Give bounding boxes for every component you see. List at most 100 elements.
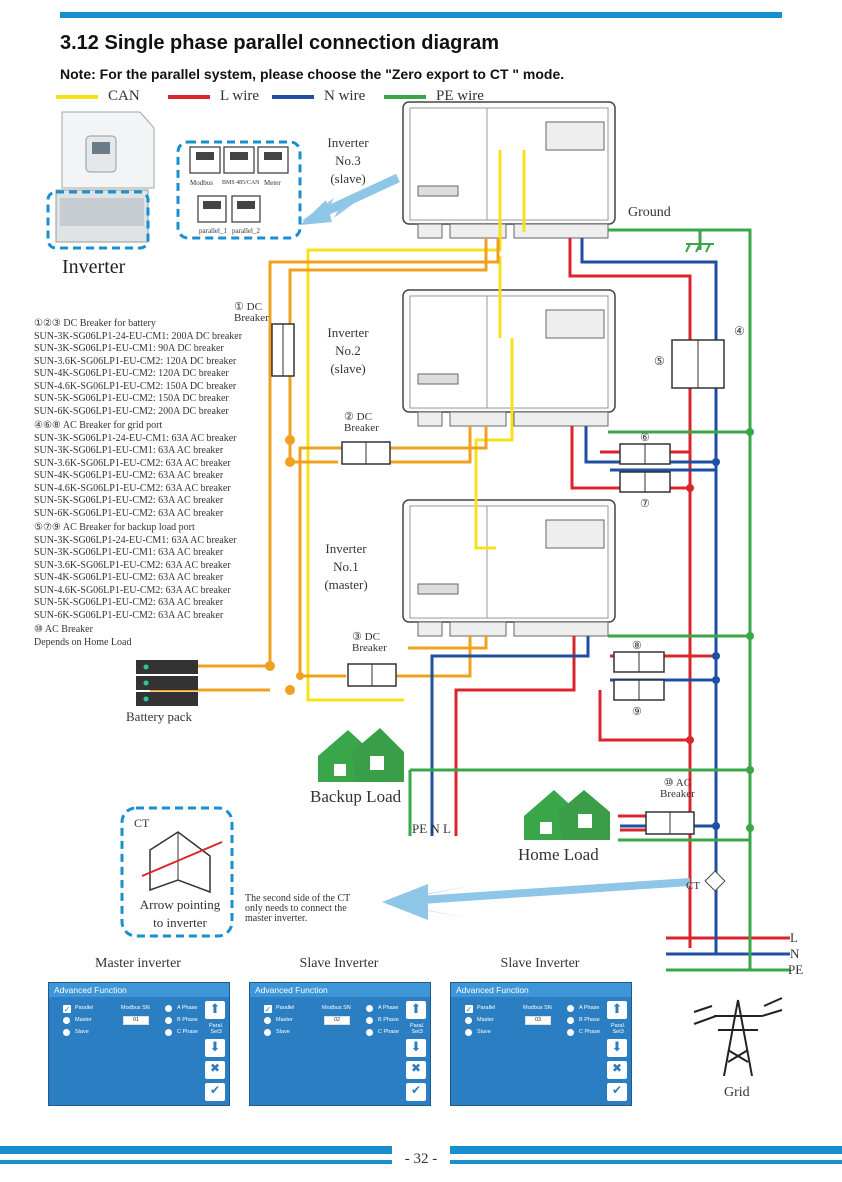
c-phase-radio[interactable] — [366, 1029, 373, 1036]
slave-label: Slave — [477, 1029, 491, 1035]
grid-tower-icon — [693, 997, 783, 1077]
ct-note-l3: master inverter. — [245, 913, 308, 924]
marker-9: ⑨ — [632, 706, 642, 718]
spec-line: SUN-6K-SG06LP1-EU-CM2: 200A DC breaker — [34, 405, 229, 417]
ct-clamp — [141, 831, 223, 894]
spec-line: SUN-4.6K-SG06LP1-EU-CM2: 150A DC breaker — [34, 380, 237, 392]
can-wires — [306, 150, 526, 702]
parallel-checkbox[interactable]: ✓ — [465, 1005, 473, 1014]
ac10-num: ⑩ — [663, 777, 674, 789]
battery-pack — [136, 660, 198, 706]
spec-line: ④⑥⑧ AC Breaker for grid port — [34, 420, 163, 431]
n-swatch — [272, 94, 314, 99]
spec-line: SUN-4K-SG06LP1-EU-CM2: 63A AC breaker — [34, 470, 224, 481]
modbus-sn-value[interactable]: 01 — [123, 1016, 149, 1025]
inverter-units — [402, 101, 616, 623]
dc2-l1: DC — [356, 411, 372, 423]
dc3-num: ③ — [352, 631, 362, 643]
cancel-button[interactable]: ✖ — [607, 1061, 627, 1079]
inverter-label: Inverter — [62, 256, 126, 278]
up-arrow-button[interactable]: ⬆ — [607, 1001, 627, 1019]
ground-symbol — [685, 243, 714, 253]
master-radio[interactable] — [465, 1017, 472, 1024]
panel-header: Advanced Function — [451, 983, 631, 997]
spec-line: ⑤⑦⑨ AC Breaker for backup load port — [34, 522, 195, 533]
parallel-label: Parallel — [477, 1005, 496, 1011]
parallel-checkbox[interactable]: ✓ — [63, 1005, 71, 1014]
marker-5: ⑤ — [654, 354, 665, 368]
panel-caption: Master inverter — [95, 956, 181, 971]
b-phase-radio[interactable] — [165, 1017, 172, 1024]
spec-line: Depends on Home Load — [34, 636, 132, 648]
port-zoom-box — [176, 140, 302, 240]
legend-can-label: CAN — [108, 88, 140, 104]
b-phase-radio[interactable] — [567, 1017, 574, 1024]
down-arrow-button[interactable]: ⬇ — [607, 1039, 627, 1057]
slave-radio[interactable] — [465, 1029, 472, 1036]
parallel1-label: parallel_1 — [199, 227, 227, 235]
spec-line: SUN-4.6K-SG06LP1-EU-CM2: 63A AC breaker — [34, 584, 231, 596]
ct-arrow-l2: to inverter — [153, 915, 207, 930]
confirm-button[interactable]: ✔ — [406, 1083, 426, 1101]
panel-header: Advanced Function — [49, 983, 229, 997]
bms-label: BMS 485/CAN — [222, 180, 260, 186]
down-arrow-button[interactable]: ⬇ — [205, 1039, 225, 1057]
inv1-l1: Inverter — [325, 541, 367, 556]
modbus-sn-value[interactable]: 03 — [525, 1016, 551, 1025]
c-phase-label: C Phase — [378, 1029, 400, 1035]
c-phase-radio[interactable] — [165, 1029, 172, 1036]
c-phase-label: C Phase — [579, 1029, 601, 1035]
spec-line: SUN-3K-SG06LP1-EU-CM1: 90A DC breaker — [34, 343, 224, 354]
panel-caption: Slave Inverter — [500, 956, 580, 971]
spec-line: SUN-3.6K-SG06LP1-EU-CM2: 63A AC breaker — [34, 559, 231, 571]
slave-radio[interactable] — [63, 1029, 70, 1036]
spec-line: SUN-3K-SG06LP1-EU-CM1: 63A AC breaker — [34, 445, 224, 456]
battery-label: Battery pack — [126, 709, 193, 724]
spec-line: SUN-6K-SG06LP1-EU-CM2: 63A AC breaker — [34, 507, 224, 519]
inv2-l2: No.2 — [335, 343, 361, 358]
inv1-l2: No.1 — [333, 559, 359, 574]
up-arrow-button[interactable]: ⬆ — [205, 1001, 225, 1019]
down-arrow-button[interactable]: ⬇ — [406, 1039, 426, 1057]
grid-pe-label: PE — [788, 962, 804, 977]
slave-label: Slave — [276, 1029, 290, 1035]
up-arrow-button[interactable]: ⬆ — [406, 1001, 426, 1019]
parallel-checkbox[interactable]: ✓ — [264, 1005, 272, 1014]
marker-6: ⑥ — [640, 432, 650, 444]
l-swatch — [168, 94, 210, 99]
spec-line: SUN-4K-SG06LP1-EU-CM2: 63A AC breaker — [34, 572, 224, 583]
spec-line: ①②③ DC Breaker for battery — [34, 318, 156, 329]
slave-label: Slave — [75, 1029, 89, 1035]
inverter-no1 — [402, 499, 616, 623]
c-phase-radio[interactable] — [567, 1029, 574, 1036]
cancel-button[interactable]: ✖ — [205, 1061, 225, 1079]
master-radio[interactable] — [63, 1017, 70, 1024]
master-radio[interactable] — [264, 1017, 271, 1024]
confirm-button[interactable]: ✔ — [607, 1083, 627, 1101]
ct-note-l2: only needs to connect the — [245, 903, 347, 914]
a-phase-radio[interactable] — [567, 1005, 574, 1012]
paral-set-label: Paral.Set3 — [611, 1023, 626, 1035]
pe-n-l-label: PE N L — [412, 821, 451, 836]
confirm-button[interactable]: ✔ — [205, 1083, 225, 1101]
a-phase-radio[interactable] — [165, 1005, 172, 1012]
legend-can: CAN — [56, 88, 140, 105]
spec-line: SUN-3K-SG06LP1-EU-CM1: 63A AC breaker — [34, 547, 224, 558]
marker-4: ④ — [734, 324, 745, 338]
inv3-l1: Inverter — [327, 135, 369, 150]
meter-label: Meter — [264, 179, 281, 187]
cancel-button[interactable]: ✖ — [406, 1061, 426, 1079]
slave-radio[interactable] — [264, 1029, 271, 1036]
a-phase-radio[interactable] — [366, 1005, 373, 1012]
ct-small — [704, 870, 726, 892]
b-phase-radio[interactable] — [366, 1017, 373, 1024]
modbus-sn-value[interactable]: 02 — [324, 1016, 350, 1025]
spec-line: SUN-5K-SG06LP1-EU-CM2: 63A AC breaker — [34, 597, 224, 608]
inverter-no3 — [402, 101, 616, 225]
